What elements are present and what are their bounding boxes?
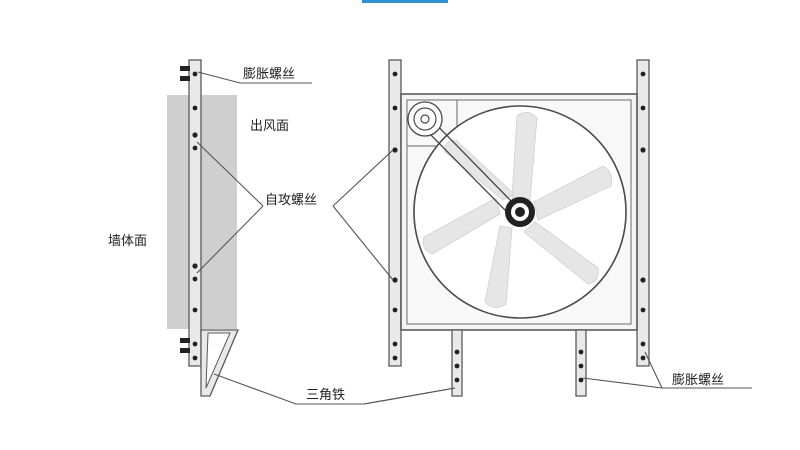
front-view [388,59,650,397]
front-left-post-bolts [392,71,398,361]
fan-blades [422,112,613,308]
support-leg-bolts [454,349,584,383]
side-view [167,59,239,397]
fan-blade-4 [484,225,513,308]
support-leg-left [451,329,463,397]
accent-tab [362,0,448,3]
support-leg-right [575,329,587,397]
triangle-iron-bracket [200,329,239,397]
motor-pulley [407,101,443,137]
label-expansion-screw-bottom: 膨胀螺丝 [672,373,724,388]
motor-box [406,99,458,147]
fan-blade-6 [444,139,515,201]
fan-hub [505,197,535,227]
front-right-post-bolts [640,71,646,361]
leader-lines [196,71,752,405]
label-triangle-iron: 三角铁 [306,388,345,403]
side-expansion-screws [180,66,190,353]
fan-blade-5 [422,197,501,255]
label-expansion-screw-top: 膨胀螺丝 [243,67,295,82]
wall-block [167,95,237,329]
label-wall-face: 墙体面 [108,234,147,249]
label-self-tapping-screw: 自攻螺丝 [265,193,317,208]
label-air-outlet-face: 出风面 [250,119,289,134]
side-steel-post [188,59,202,367]
fan-blade-2 [533,165,613,221]
fan-blade-1 [511,112,538,201]
drive-belt-lower [419,123,510,215]
fan-blade-3 [523,221,599,285]
side-post-bolts [192,71,198,361]
